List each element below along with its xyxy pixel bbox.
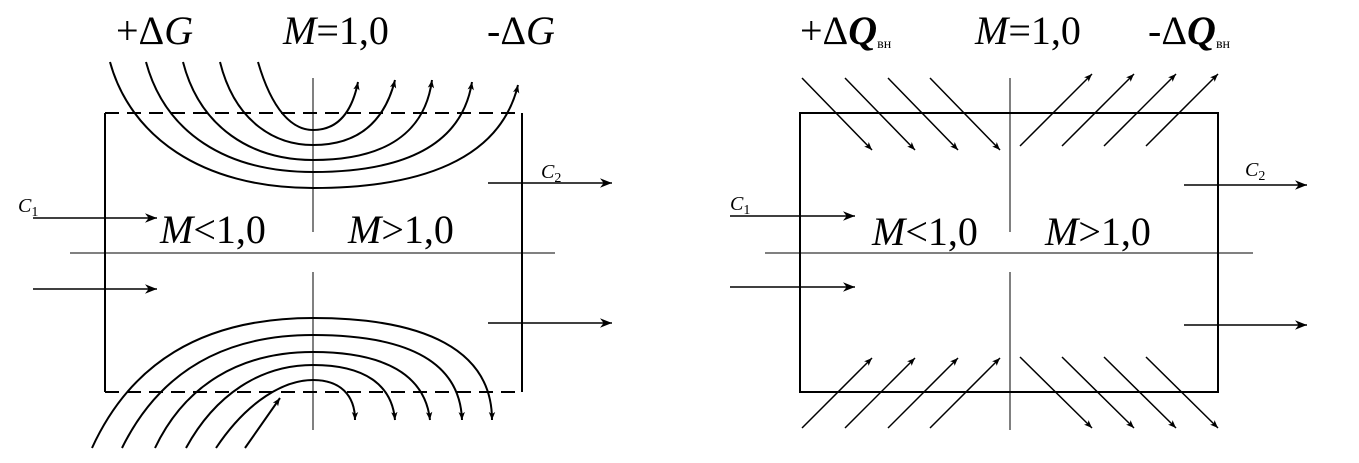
- left-sonic-label: M=1,0: [282, 8, 389, 53]
- left-outlet-velocity-label: C2: [541, 161, 561, 186]
- heat-removal-arrow: [1019, 356, 1093, 429]
- mass-flow-diagram: +ΔG M=1,0 -ΔG C1 C2 M<1,0 M>1,0: [18, 8, 612, 449]
- heat-input-arrow: [887, 357, 959, 429]
- mass-streamline: [185, 363, 398, 449]
- mass-streamline: [91, 316, 496, 449]
- right-heat-removal-label: -ΔQвн: [1148, 8, 1231, 53]
- mass-streamline: [257, 61, 360, 132]
- mass-injection-stub: [244, 397, 281, 449]
- left-mass-injection-label: +ΔG: [116, 8, 193, 53]
- heat-removal-arrow: [1061, 356, 1135, 429]
- heat-input-arrow: [844, 357, 916, 429]
- right-heat-input-label: +ΔQвн: [800, 8, 892, 53]
- right-subsonic-label: M<1,0: [871, 209, 978, 254]
- mass-streamline: [219, 61, 397, 147]
- right-outlet-velocity-label: C2: [1245, 159, 1265, 184]
- left-mass-extraction-label: -ΔG: [487, 8, 555, 53]
- left-inlet-velocity-label: C1: [18, 195, 38, 220]
- heat-removal-arrow: [1145, 73, 1219, 147]
- right-heat-input-bottom: [801, 357, 1001, 429]
- right-sonic-label: M=1,0: [974, 8, 1081, 53]
- left-top-mass-streamlines: [109, 61, 520, 190]
- heat-flow-diagram: +ΔQвн M=1,0 -ΔQвн C1 C2 M<1,0 M>1,0: [730, 8, 1307, 430]
- heat-removal-arrow: [1019, 73, 1093, 147]
- mass-streamline: [145, 61, 474, 174]
- left-supersonic-label: M>1,0: [347, 207, 454, 252]
- right-inlet-velocity-label: C1: [730, 193, 750, 218]
- heat-input-arrow: [929, 357, 1001, 429]
- right-supersonic-label: M>1,0: [1044, 209, 1151, 254]
- heat-removal-arrow: [1103, 73, 1177, 147]
- mass-streamline: [154, 350, 433, 449]
- heat-input-arrow: [929, 77, 1001, 151]
- right-heat-removal-top: [1019, 73, 1219, 147]
- heat-input-arrow: [887, 77, 959, 151]
- heat-input-arrow: [844, 77, 916, 151]
- heat-removal-arrow: [1103, 356, 1177, 429]
- mass-streamline: [182, 61, 435, 162]
- right-heat-removal-bottom: [1019, 356, 1219, 429]
- left-bottom-mass-streamlines: [91, 316, 496, 449]
- right-heat-input-top: [801, 77, 1001, 151]
- heat-removal-arrow: [1145, 356, 1219, 429]
- mass-streamline: [121, 333, 465, 449]
- heat-input-arrow: [801, 357, 873, 429]
- mass-streamline: [109, 61, 520, 190]
- left-subsonic-label: M<1,0: [159, 207, 266, 252]
- mass-streamline: [215, 378, 359, 449]
- heat-input-arrow: [801, 77, 873, 151]
- heat-removal-arrow: [1061, 73, 1135, 147]
